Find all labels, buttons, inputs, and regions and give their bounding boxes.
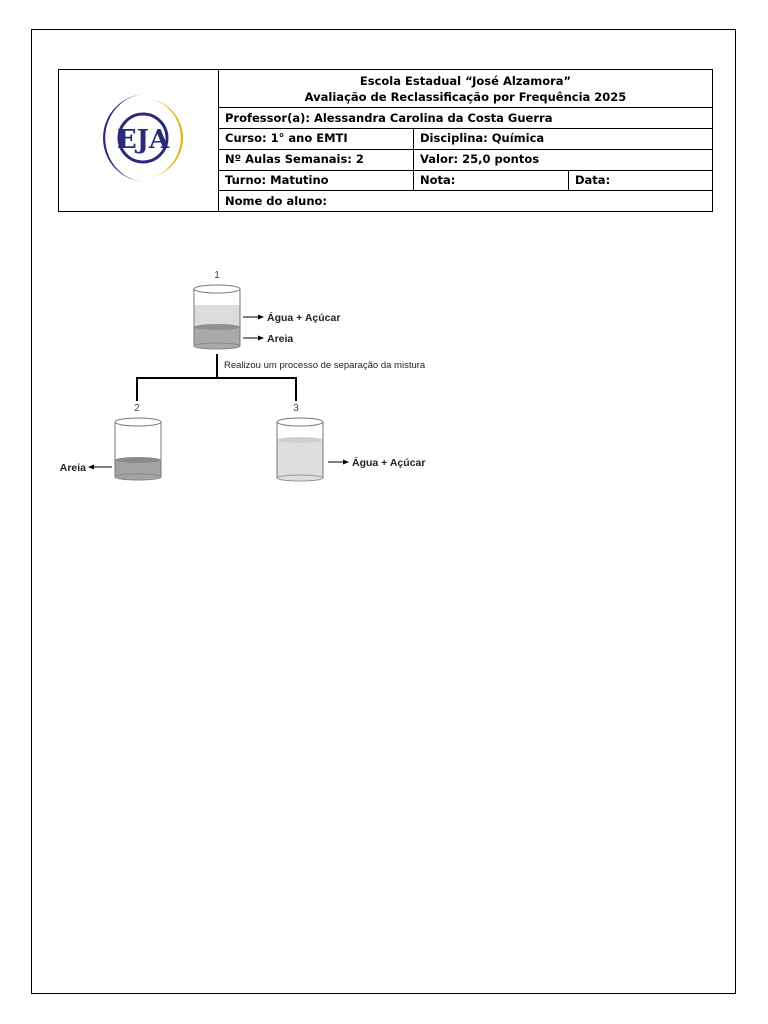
data-field[interactable]: Data:	[568, 169, 713, 192]
aulas-cell: Nº Aulas Semanais: 2	[218, 148, 414, 171]
nota-field[interactable]: Nota:	[413, 169, 569, 192]
page-frame	[31, 29, 736, 994]
label-agua-acucar-1: Água + Açúcar	[267, 311, 340, 324]
beaker-1	[193, 284, 241, 350]
beaker-2-number: 2	[134, 403, 140, 414]
header-table: EJA Escola Estadual “José Alzamora” Aval…	[58, 68, 713, 212]
title-cell: Escola Estadual “José Alzamora” Avaliaçã…	[218, 68, 713, 109]
logo-inner-circle	[117, 112, 169, 164]
beaker-3	[276, 417, 324, 482]
beaker-1-number: 1	[214, 270, 220, 281]
school-name: Escola Estadual “José Alzamora”	[359, 73, 572, 88]
school-logo: EJA	[103, 94, 183, 182]
turno-cell: Turno: Matutino	[218, 169, 414, 192]
professor-cell: Professor(a): Alessandra Carolina da Cos…	[218, 107, 713, 130]
separation-diagram: 1 Água + Açúcar Areia Realizou um proces…	[60, 270, 426, 482]
exam-title: Avaliação de Reclassificação por Frequên…	[304, 89, 627, 104]
aluno-field[interactable]: Nome do aluno:	[218, 190, 713, 212]
process-text: Realizou um processo de separação da mis…	[224, 360, 426, 371]
logo-cell: EJA	[58, 69, 219, 212]
logo-text: EJA	[117, 125, 170, 155]
disciplina-cell: Disciplina: Química	[413, 128, 713, 150]
label-areia-2: Areia	[60, 462, 86, 474]
curso-cell: Curso: 1° ano EMTI	[218, 128, 414, 150]
label-areia-1: Areia	[267, 333, 293, 345]
beaker-2	[114, 417, 162, 481]
beaker-3-number: 3	[293, 403, 299, 414]
label-agua-acucar-3: Água + Açúcar	[352, 456, 425, 469]
valor-cell: Valor: 25,0 pontos	[413, 148, 713, 171]
